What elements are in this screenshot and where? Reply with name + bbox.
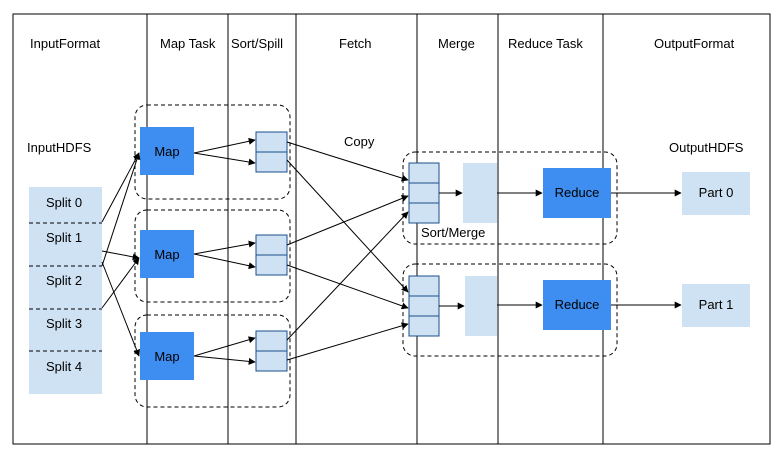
map-boxes: Map Map Map (140, 127, 194, 380)
label-copy: Copy (344, 134, 375, 149)
reduce-box-1 (543, 280, 611, 330)
split-2: Split 2 (46, 273, 82, 288)
reduce-boxes: Reduce Reduce (543, 168, 611, 330)
label-input-hdfs: InputHDFS (27, 140, 92, 155)
part-label-0: Part 0 (699, 185, 734, 200)
merged-block-0 (463, 163, 497, 223)
reduce-label-1: Reduce (555, 297, 600, 312)
map-box-2 (140, 332, 194, 380)
map-label-0: Map (154, 144, 179, 159)
map-label-1: Map (154, 247, 179, 262)
header-map-task: Map Task (160, 36, 216, 51)
header-inputformat: InputFormat (30, 36, 100, 51)
column-headers: InputFormat Map Task Sort/Spill Fetch Me… (30, 36, 735, 51)
split-1: Split 1 (46, 230, 82, 245)
split-3: Split 3 (46, 316, 82, 331)
map-box-1 (140, 230, 194, 278)
input-hdfs-box (29, 187, 102, 394)
header-sort-spill: Sort/Spill (231, 36, 283, 51)
header-reduce-task: Reduce Task (508, 36, 583, 51)
header-merge: Merge (438, 36, 475, 51)
output-parts: Part 0 Part 1 (682, 172, 750, 327)
outer-frame (12, 13, 771, 445)
label-output-hdfs: OutputHDFS (669, 140, 744, 155)
map-label-2: Map (154, 349, 179, 364)
part-box-1 (682, 284, 750, 327)
flow-arrows (101, 137, 682, 365)
header-fetch: Fetch (339, 36, 372, 51)
spill-buffers (255, 131, 288, 372)
merge-buffers (408, 162, 440, 337)
label-sort-merge: Sort/Merge (421, 225, 485, 240)
merged-block-1 (465, 276, 497, 336)
map-box-0 (140, 127, 194, 175)
reduce-box-0 (543, 168, 611, 218)
input-splits: Split 0 Split 1 Split 2 Split 3 Split 4 (29, 187, 102, 394)
reduce-label-0: Reduce (555, 185, 600, 200)
split-4: Split 4 (46, 359, 82, 374)
part-label-1: Part 1 (699, 297, 734, 312)
part-box-0 (682, 172, 750, 215)
column-separators (146, 14, 604, 444)
reduce-task-groups (402, 151, 618, 357)
split-0: Split 0 (46, 195, 82, 210)
header-outputformat: OutputFormat (654, 36, 735, 51)
